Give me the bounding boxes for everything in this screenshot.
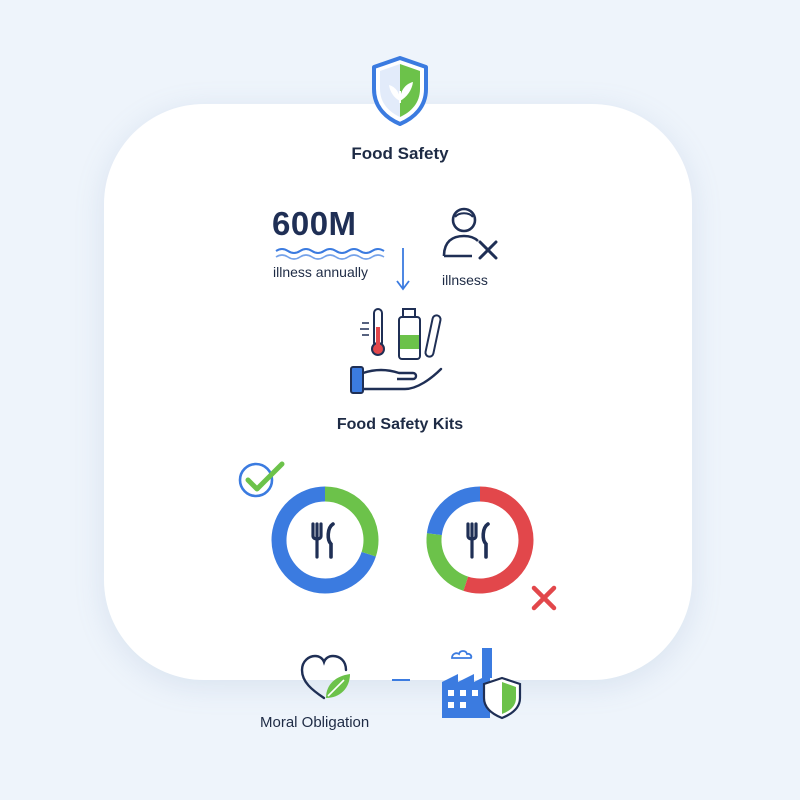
page-title: Food Safety [351,144,449,163]
fork-knife-icon [466,522,490,559]
moral-label: Moral Obligation [260,714,370,731]
donut-right-blue-segment [426,486,481,536]
person-label: illnsess [442,272,488,288]
donut-left [267,482,383,598]
donut-left-green-segment [324,486,379,557]
donut-left-blue-segment [271,486,376,594]
shield-leaf-icon [369,55,431,127]
factory-shield-icon [440,644,524,720]
connector-line [392,679,410,681]
stat-value: 600M [272,205,357,242]
fork-knife-icon [311,522,335,559]
main-card [104,104,692,680]
checkmark-icon [238,460,288,500]
kits-label: Food Safety Kits [336,416,464,433]
stat-caption: illness annually [273,264,368,280]
donut-right [422,482,538,598]
heart-leaf-icon [298,652,354,704]
sick-person-icon [442,204,502,262]
donut-right-green-segment [426,533,469,591]
safety-kit-icon [347,305,447,395]
donut-right-red-segment [463,486,534,594]
reject-icon [530,584,558,612]
down-arrow-icon [395,246,411,292]
wave-underline [274,246,386,260]
